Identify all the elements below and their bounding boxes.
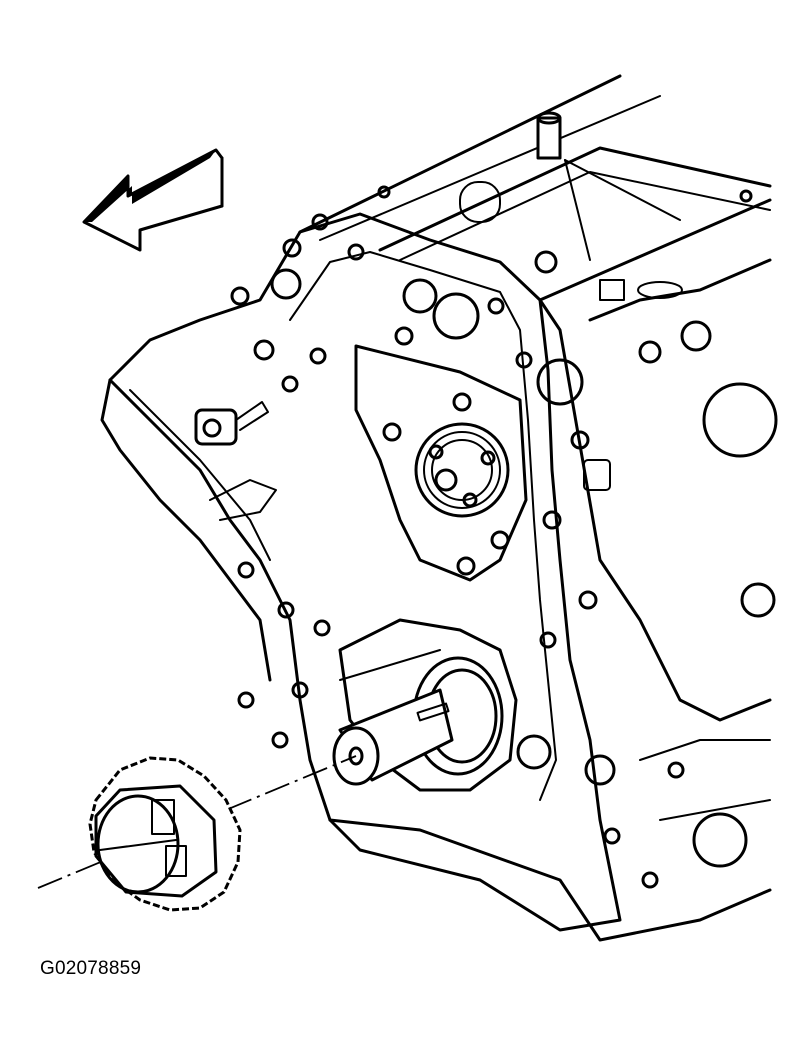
crankshaft-nose	[332, 618, 518, 792]
arrow-left-icon	[82, 148, 224, 252]
cam-thrust-plate	[354, 344, 528, 582]
crankshaft-sprocket	[88, 756, 242, 912]
figure-code: G02078859	[40, 958, 142, 979]
engine-block	[100, 74, 778, 942]
